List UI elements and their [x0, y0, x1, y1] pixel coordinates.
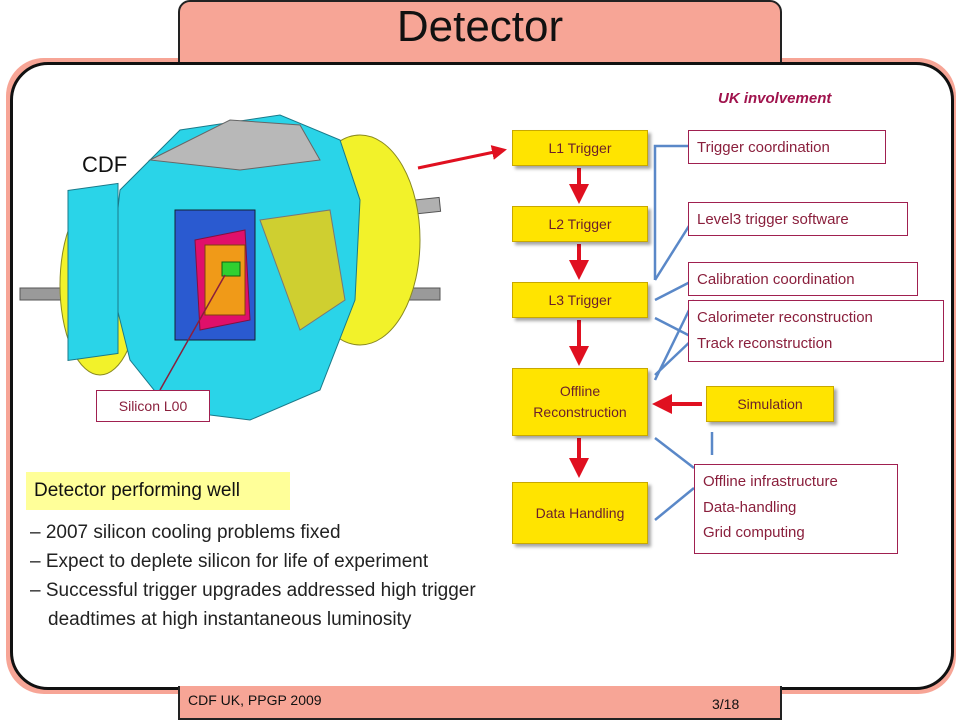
footer-text: CDF UK, PPGP 2009	[188, 692, 322, 708]
page-number: 3/18	[712, 696, 740, 712]
flow-box-l1-trigger: L1 Trigger	[512, 130, 648, 166]
uk-item-data-handling-line: Data-handling	[703, 498, 797, 516]
uk-item-trigger-coordination: Trigger coordination	[688, 130, 886, 164]
bullet-item: deadtimes at high instantaneous luminosi…	[48, 609, 412, 630]
bullet-item: – Expect to deplete silicon for life of …	[30, 551, 429, 572]
cdf-label: CDF	[82, 152, 128, 177]
uk-item-calibration-coordination: Calibration coordination	[688, 262, 918, 296]
footer-tab	[178, 686, 782, 720]
bullet-item: – Successful trigger upgrades addressed …	[30, 580, 476, 601]
uk-item-track-reconstruction: Track reconstruction	[697, 334, 833, 352]
uk-item-reconstruction: Calorimeter reconstruction Track reconst…	[688, 300, 944, 362]
cdf-detector-illustration	[19, 114, 442, 421]
performance-heading: Detector performing well	[26, 472, 290, 510]
uk-item-offline-infrastructure-line: Offline infrastructure	[703, 473, 838, 490]
uk-item-grid-computing-line: Grid computing	[703, 524, 805, 541]
uk-bracket-lines	[653, 144, 714, 521]
flow-box-data-handling: Data Handling	[512, 482, 648, 544]
uk-item-level3-software: Level3 trigger software	[688, 202, 908, 236]
uk-involvement-heading: UK involvement	[718, 90, 832, 107]
detector-to-l1-arrow	[417, 145, 507, 170]
flow-box-offline-reconstruction: Offline Reconstruction	[512, 368, 648, 436]
uk-item-calorimeter-reconstruction: Calorimeter reconstruction	[697, 309, 873, 326]
slide-title: Detector	[396, 2, 564, 51]
flow-box-simulation: Simulation	[706, 386, 834, 422]
uk-item-offline-infrastructure: Offline infrastructure Data-handling Gri…	[694, 464, 898, 554]
bullet-item: – 2007 silicon cooling problems fixed	[30, 522, 341, 543]
silicon-l00-label: Silicon L00	[96, 390, 210, 422]
flow-box-l3-trigger: L3 Trigger	[512, 282, 648, 318]
flow-box-l2-trigger: L2 Trigger	[512, 206, 648, 242]
performance-bullets: – 2007 silicon cooling problems fixed – …	[30, 518, 476, 634]
